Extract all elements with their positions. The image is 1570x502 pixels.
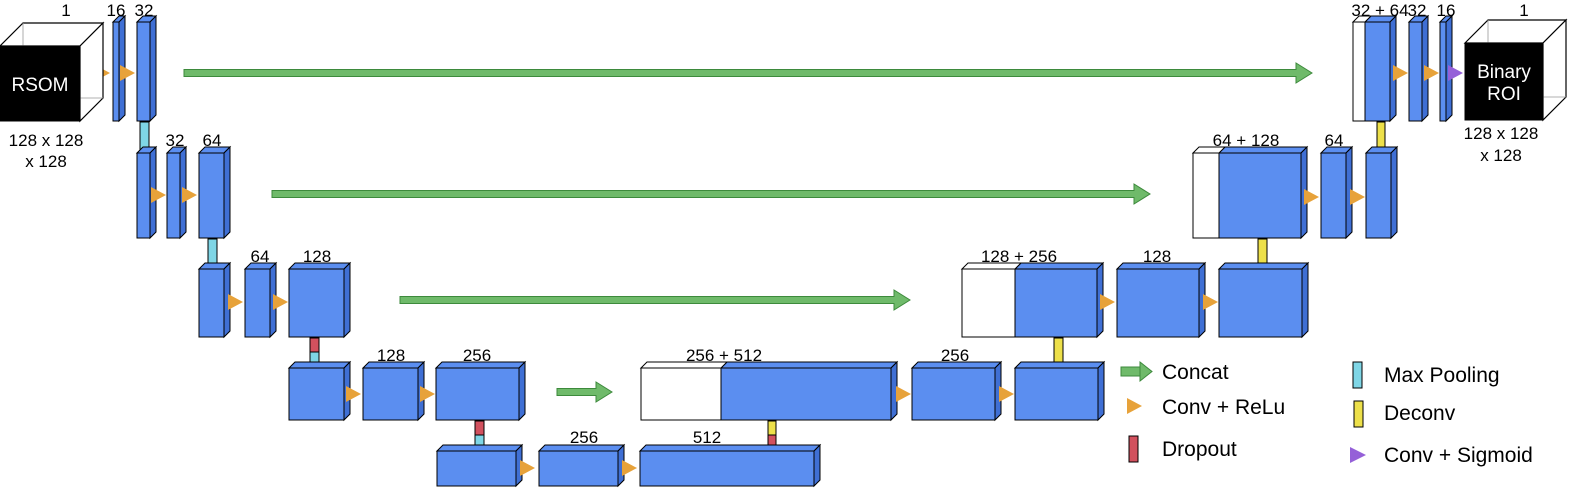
- conv-relu-arrow-botta: [520, 460, 535, 476]
- legend-concat-icon: [1120, 360, 1153, 383]
- label-dec3-concat: 128 + 256: [981, 247, 1057, 266]
- label-enc3-a: 64: [251, 247, 270, 266]
- label-dec1-a: 32: [1408, 1, 1427, 20]
- label-enc4-b: 256: [463, 346, 491, 365]
- output-cube: Binary ROI: [1463, 18, 1568, 122]
- block-bottleneck-pool: [435, 443, 524, 488]
- label-enc4-a: 128: [377, 346, 405, 365]
- label-dec3-out: 128: [1143, 247, 1171, 266]
- conv-relu-arrow-enc3b: [273, 294, 288, 310]
- conv-relu-arrow-dec3b: [1203, 294, 1218, 310]
- label-enc2-b: 64: [203, 131, 222, 150]
- concat-arrow-level1: [183, 62, 1313, 84]
- legend-deconv-label: Deconv: [1384, 402, 1456, 425]
- label-dec1-concat: 32 + 64: [1351, 1, 1408, 20]
- input-cube: RSOM: [0, 21, 105, 123]
- block-bottleneck-conv2: [638, 443, 822, 488]
- concat-arrow-level2: [271, 183, 1151, 205]
- output-size-line2: x 128: [1480, 146, 1522, 165]
- block-bottleneck-conv1: [537, 443, 626, 488]
- block-enc2-conv1: [165, 145, 188, 240]
- block-enc2-conv2: [197, 145, 232, 240]
- conv-relu-arrow-dec4b: [999, 386, 1014, 402]
- label-dec2-concat: 64 + 128: [1213, 131, 1280, 150]
- block-dec4-conv2: [1013, 360, 1106, 422]
- block-enc1-conv2: [135, 14, 158, 123]
- block-enc4-pool: [287, 360, 352, 422]
- legend-dropout-label: Dropout: [1162, 438, 1237, 461]
- label-dec2-out: 64: [1325, 131, 1344, 150]
- block-enc4-conv2: [434, 360, 527, 422]
- conv-relu-arrow-dec1a: [1393, 65, 1408, 81]
- conv-relu-arrow-enc2b: [182, 187, 197, 203]
- conv-relu-arrow-dec3a: [1100, 294, 1115, 310]
- conv-relu-arrow-enc4b: [420, 386, 435, 402]
- conv-relu-arrow-enc4a: [346, 386, 361, 402]
- block-enc3-conv1: [243, 261, 278, 339]
- concat-arrow-level3: [399, 289, 911, 311]
- block-dec1-concat: [1351, 14, 1398, 123]
- legend-max-pooling-icon: [1352, 361, 1363, 389]
- label-enc3-b: 128: [303, 247, 331, 266]
- block-enc3-pool: [197, 261, 232, 339]
- block-dec4-concat: [639, 360, 899, 422]
- label-dec4-concat: 256 + 512: [686, 346, 762, 365]
- dropout-connector-enc4: [474, 420, 485, 436]
- input-size-line2: x 128: [25, 152, 67, 171]
- input-channels-label: 1: [61, 1, 70, 20]
- label-enc2-a: 32: [166, 131, 185, 150]
- conv-relu-arrow-dec4a: [896, 386, 911, 402]
- concat-arrows: [183, 62, 1313, 403]
- block-dec2-conv2: [1364, 145, 1399, 240]
- feature-map-blocks: [111, 14, 1454, 488]
- block-dec2-conv1: [1319, 145, 1354, 240]
- label-dec1-b: 16: [1437, 1, 1456, 20]
- block-dec3-conv2: [1217, 261, 1310, 339]
- conv-relu-arrow-enc2a: [151, 187, 166, 203]
- legend-dropout-icon: [1128, 435, 1139, 463]
- block-enc4-conv1: [361, 360, 426, 422]
- block-dec3-conv1: [1115, 261, 1207, 339]
- label-bottleneck-b: 512: [693, 428, 721, 447]
- concat-arrow-level4: [556, 381, 613, 403]
- block-dec4-conv1: [910, 360, 1003, 422]
- conv-arrowheads: [95, 65, 1463, 476]
- conv-relu-arrow-dec1b: [1424, 65, 1439, 81]
- output-name-line2: ROI: [1487, 84, 1521, 105]
- block-enc3-conv2: [287, 261, 352, 339]
- output-name-line1: Binary: [1477, 62, 1531, 83]
- conv-relu-arrow-enc1: [120, 65, 135, 81]
- legend-conv-sigmoid-label: Conv + Sigmoid: [1384, 444, 1533, 467]
- legend-max-pooling-label: Max Pooling: [1384, 364, 1500, 387]
- block-enc2-pool: [135, 145, 158, 240]
- conv-relu-arrow-bottb: [622, 460, 637, 476]
- conv-relu-arrow-dec2b: [1350, 189, 1365, 205]
- dropout-connector-enc3: [309, 337, 320, 353]
- label-dec4-out: 256: [941, 346, 969, 365]
- output-channels-label: 1: [1519, 1, 1528, 20]
- label-enc1-a: 16: [107, 1, 126, 20]
- label-bottleneck-a: 256: [570, 428, 598, 447]
- legend-deconv-icon: [1353, 400, 1364, 428]
- input-name: RSOM: [12, 75, 69, 96]
- conv-relu-arrow-enc3a: [228, 294, 243, 310]
- conv-relu-arrow-dec2a: [1304, 189, 1319, 205]
- legend-conv-relu-label: Conv + ReLu: [1162, 396, 1285, 419]
- legend: Concat Conv + ReLu Dropout Max Pooling D…: [1120, 360, 1533, 467]
- output-size-line1: 128 x 128: [1464, 124, 1539, 143]
- deconv-connector-bottleneck: [767, 420, 777, 436]
- block-dec3-concat: [960, 261, 1105, 339]
- input-size-line1: 128 x 128: [9, 131, 84, 150]
- label-enc1-b: 32: [135, 1, 154, 20]
- legend-concat-label: Concat: [1162, 361, 1229, 384]
- legend-conv-sigmoid-icon: [1350, 447, 1366, 463]
- conv-sigmoid-arrow-out: [1448, 65, 1463, 81]
- block-dec2-concat: [1191, 145, 1309, 240]
- legend-conv-relu-icon: [1127, 398, 1142, 414]
